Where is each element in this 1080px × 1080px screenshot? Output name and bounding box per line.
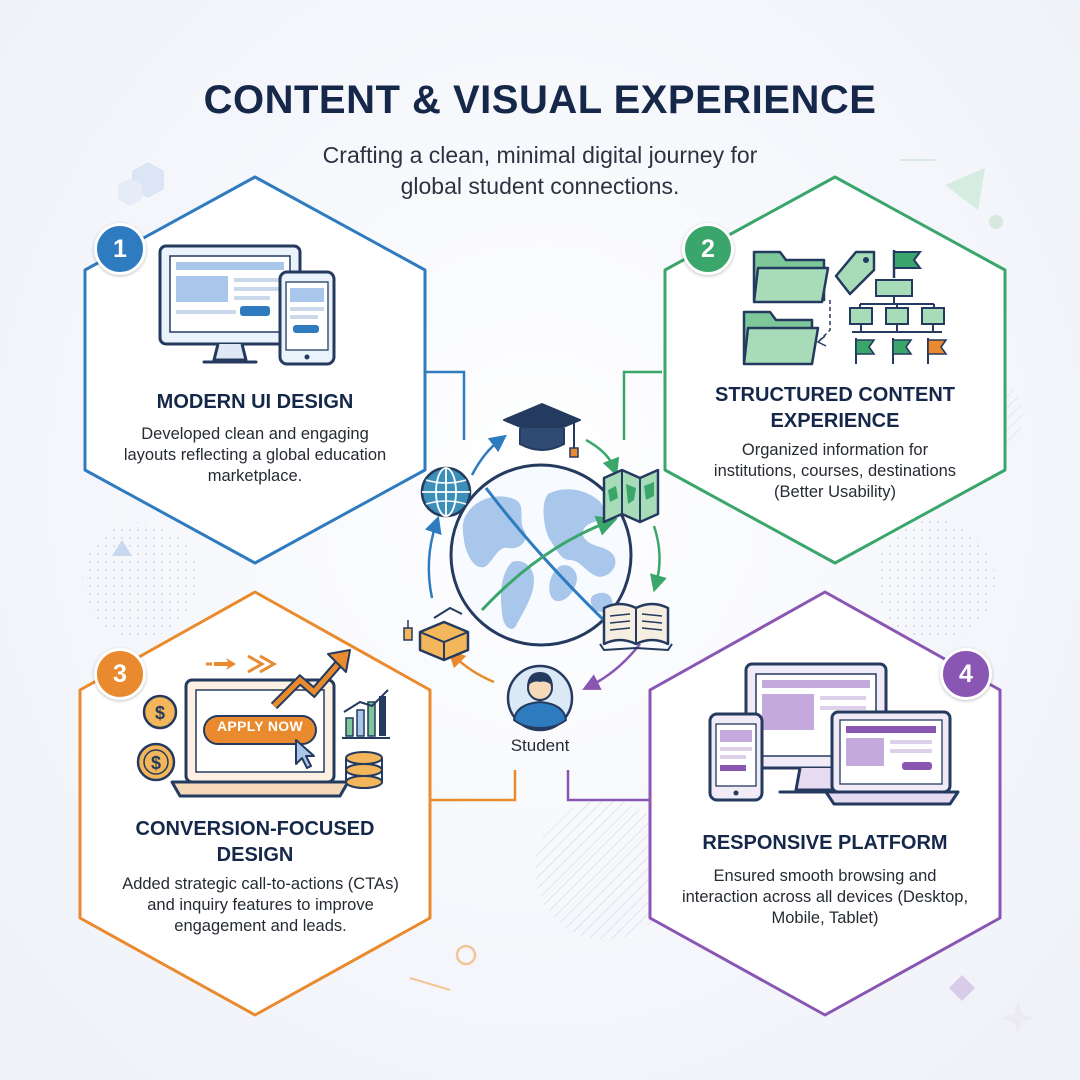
svg-text:$: $ bbox=[155, 703, 165, 723]
page-title: CONTENT & VISUAL EXPERIENCE bbox=[203, 78, 877, 122]
svg-text:$: $ bbox=[151, 753, 161, 773]
card-3-number-badge: 3 bbox=[94, 648, 146, 700]
card-2-title: STRUCTURED CONTENT EXPERIENCE bbox=[715, 384, 955, 432]
globe-small-icon bbox=[420, 466, 472, 518]
card-2-number-badge: 2 bbox=[682, 223, 734, 275]
map-icon bbox=[602, 468, 660, 524]
connectors bbox=[415, 370, 665, 802]
student-label: Student bbox=[510, 736, 570, 755]
card-2-description: Organized information for institutions, … bbox=[713, 441, 957, 501]
page-subtitle: Crafting a clean, minimal digital journe… bbox=[322, 142, 758, 199]
card-1-title: MODERN UI DESIGN bbox=[156, 391, 354, 413]
card-4-number-badge: 4 bbox=[940, 648, 992, 700]
card-3-description: Added strategic call-to-actions (CTAs) a… bbox=[122, 875, 399, 935]
graduation-cap-icon bbox=[503, 403, 581, 458]
apply-now-button-label: APPLY NOW bbox=[217, 718, 303, 734]
laptop-apply-icon: $ $ bbox=[136, 649, 390, 798]
world-globe-icon bbox=[449, 463, 633, 647]
folders-flowchart-icon bbox=[742, 250, 948, 366]
multi-device-icon bbox=[708, 662, 960, 806]
card-1-number-badge: 1 bbox=[94, 223, 146, 275]
card-3-title: CONVERSION-FOCUSED DESIGN bbox=[135, 818, 375, 866]
card-4-hexagon bbox=[648, 590, 1002, 1017]
card-1-description: Developed clean and engaging layouts ref… bbox=[123, 425, 387, 485]
orbit-arrows bbox=[424, 434, 667, 690]
desktop-mobile-icon bbox=[158, 244, 336, 366]
book-icon bbox=[599, 602, 673, 652]
student-avatar-icon bbox=[506, 664, 574, 732]
card-4-title: RESPONSIVE PLATFORM bbox=[702, 832, 948, 854]
box-icon bbox=[403, 606, 470, 662]
card-2-hexagon bbox=[663, 175, 1007, 565]
card-4-description: Ensured smooth browsing and interaction … bbox=[681, 867, 969, 927]
